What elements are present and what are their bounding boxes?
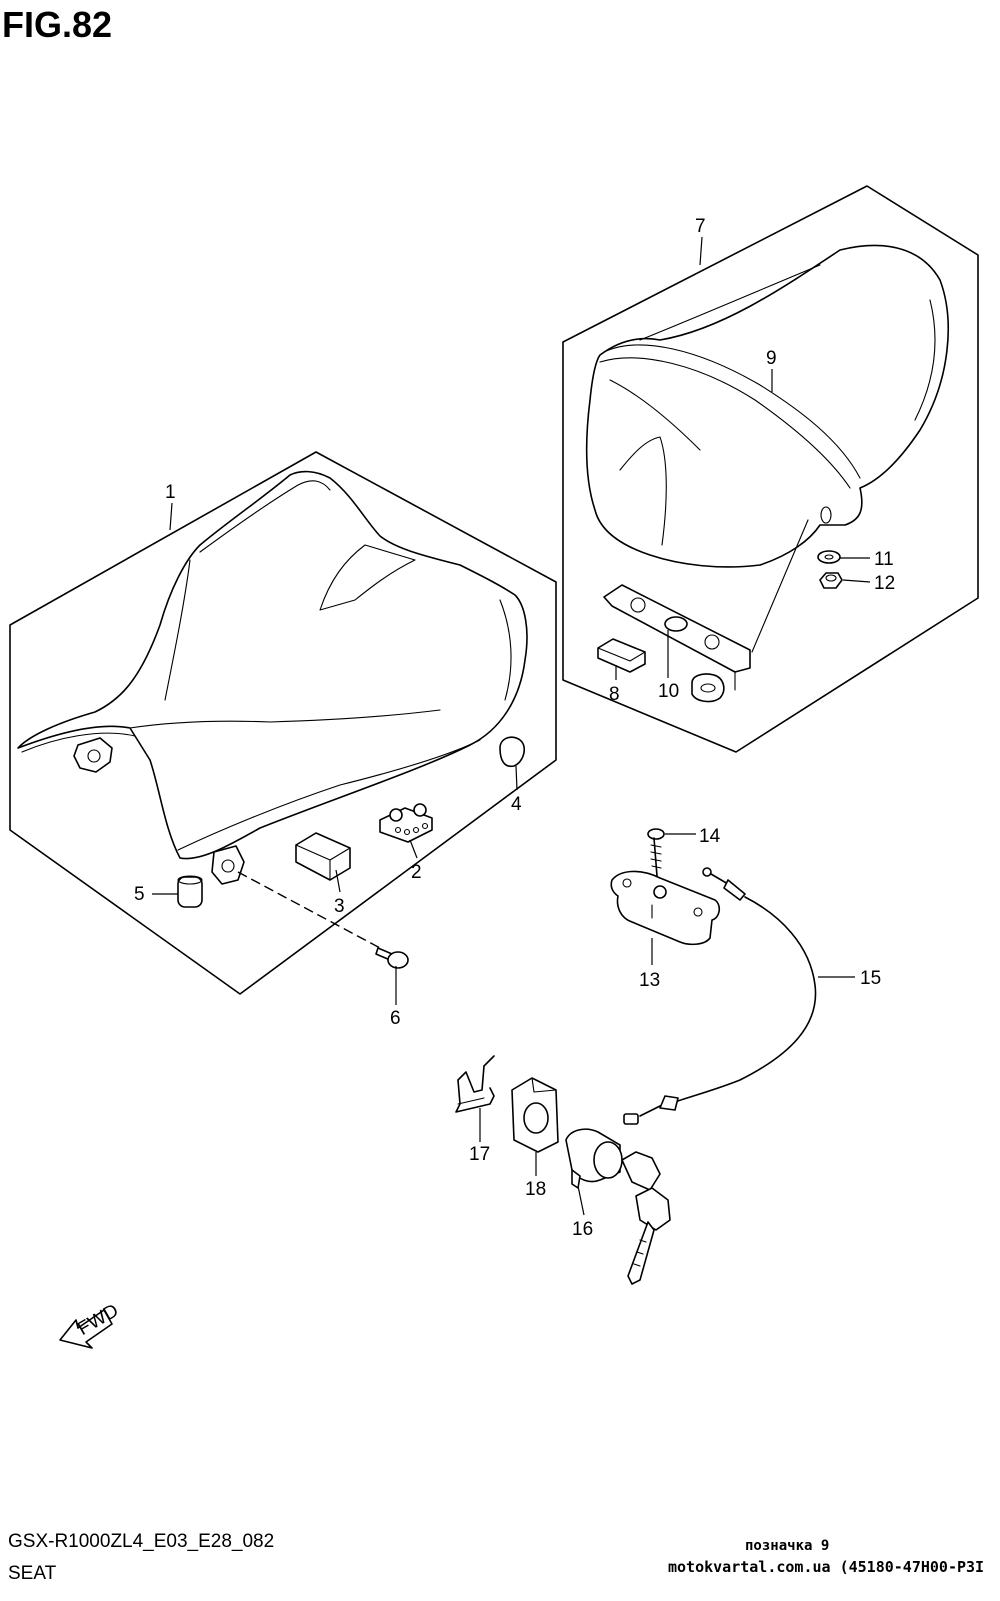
callout-1: 1 (165, 482, 176, 503)
callout-7: 7 (695, 216, 706, 237)
cable-part-15 (623, 867, 817, 1125)
callout-4: 4 (511, 794, 522, 815)
callout-11: 11 (874, 549, 894, 570)
clip-part-17 (455, 1055, 495, 1113)
callout-8: 8 (609, 684, 620, 705)
callout-12: 12 (874, 573, 895, 594)
forward-arrow-icon: FWD (59, 1300, 122, 1349)
callout-17: 17 (469, 1144, 490, 1165)
bracket-part-10 (603, 519, 809, 703)
leader-lines (152, 236, 871, 1216)
pad-part-8 (597, 638, 646, 673)
washer-part-11 (817, 550, 841, 564)
front-seat-drawing (17, 470, 528, 885)
callout-5: 5 (134, 884, 145, 905)
callout-14: 14 (699, 826, 721, 847)
front-seat-assembly-outline (9, 451, 557, 995)
rear-seat-cover (585, 244, 949, 568)
callout-13: 13 (639, 970, 660, 991)
diagram-code: GSX-R1000ZL4_E03_E28_082 (8, 1531, 275, 1552)
watermark-label: позначка 9 (745, 1538, 830, 1554)
screw-part-14 (647, 828, 665, 877)
lock-part-16 (565, 1128, 671, 1285)
latch-part-13 (610, 870, 721, 946)
watermark-url: motokvartal.com.ua (45180-47H00-P3I (668, 1558, 985, 1576)
callout-labels: 1 2 3 4 5 6 7 8 9 10 11 12 13 14 15 16 1… (134, 216, 895, 1240)
block-part-3 (295, 832, 351, 881)
callout-2: 2 (411, 862, 422, 883)
diagram-name: SEAT (8, 1563, 57, 1584)
callout-10: 10 (658, 681, 679, 702)
figure-title: FIG.82 (2, 4, 113, 45)
bolt-part-6 (237, 871, 409, 969)
callout-3: 3 (334, 896, 345, 917)
nut-part-12 (819, 572, 843, 589)
callout-18: 18 (525, 1179, 546, 1200)
callout-15: 15 (860, 968, 881, 989)
rear-seat-assembly-outline (562, 185, 979, 753)
callout-6: 6 (390, 1008, 401, 1029)
callout-9: 9 (766, 348, 777, 369)
plate-part-18 (511, 1077, 559, 1153)
callout-16: 16 (572, 1219, 593, 1240)
clamp-part-2 (379, 803, 433, 843)
cushion-part-5 (177, 875, 203, 908)
damper-part-4 (499, 736, 526, 768)
